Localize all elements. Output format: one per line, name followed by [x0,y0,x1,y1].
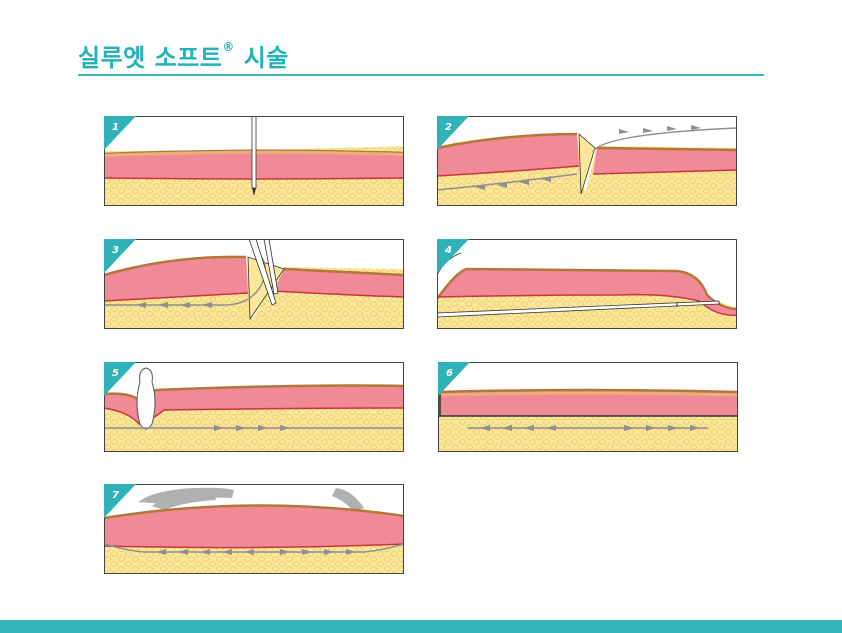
needle-icon [251,116,257,196]
step-7-illustration: 7 [104,484,404,574]
step-number: 1 [112,122,119,133]
hand-fingers-icon [138,487,364,512]
step-number: 2 [445,122,452,133]
step-panel-2: 2 [437,116,737,206]
step-number: 6 [446,368,453,379]
step-3-illustration: 3 [104,239,404,329]
step-4-illustration: 4 [437,239,737,329]
step-panel-7: 7 [104,484,404,574]
page-title: 실루엣 소프트® 시술 [78,38,289,73]
step-5-illustration: 5 [104,362,404,452]
title-main: 실루엣 소프트 [78,44,223,72]
step-number: 3 [112,245,119,256]
footer-bar [0,620,842,633]
header-divider [78,74,764,76]
step-2-illustration: 2 [437,116,737,206]
step-number: 7 [112,490,119,501]
step-panel-5: 5 [104,362,404,452]
step-panel-4: 4 [437,239,737,329]
step-number: 5 [112,368,119,379]
step-6-illustration: 6 [438,362,738,452]
step-panel-3: 3 [104,239,404,329]
step-panel-1: 1 [104,116,404,206]
skin-pinch [136,367,156,430]
cone-markers [475,125,701,190]
step-1-illustration: 1 [104,116,404,206]
title-tail: 시술 [234,44,289,72]
step-number: 4 [444,245,452,256]
step-panel-6: 6 [438,362,738,452]
cannula-icon [437,300,720,318]
registered-mark: ® [222,40,235,54]
